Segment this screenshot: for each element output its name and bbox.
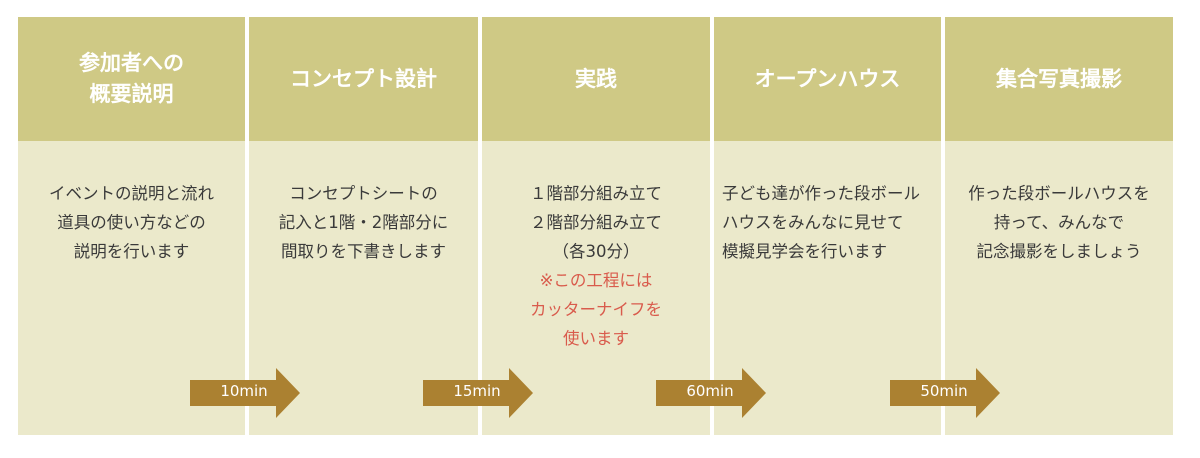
duration-arrow-4: 50min (890, 368, 1000, 418)
step-4-description: 子ども達が作った段ボール ハウスをみんなに見せて 模擬見学会を行います (722, 184, 920, 261)
step-2-title: コンセプト設計 (290, 66, 437, 91)
step-1-description: イベントの説明と流れ 道具の使い方などの 説明を行います (49, 184, 214, 261)
duration-arrow-2: 15min (423, 368, 533, 418)
arrow-right-icon (656, 368, 766, 418)
step-1-header: 参加者への 概要説明 (18, 17, 245, 141)
step-2-header: コンセプト設計 (249, 17, 478, 141)
duration-label-1: 10min (220, 382, 268, 400)
duration-label-4: 50min (920, 382, 968, 400)
arrow-right-icon (190, 368, 300, 418)
arrow-right-icon (890, 368, 1000, 418)
step-2: コンセプト設計 コンセプトシートの 記入と1階・2階部分に 間取りを下書きします (249, 17, 478, 435)
duration-arrow-1: 10min (190, 368, 300, 418)
duration-arrow-3: 60min (656, 368, 766, 418)
duration-label-2: 15min (453, 382, 501, 400)
step-3-title: 実践 (575, 66, 617, 91)
flow-diagram: 参加者への 概要説明 イベントの説明と流れ 道具の使い方などの 説明を行います … (18, 17, 1173, 435)
step-5-title: 集合写真撮影 (996, 66, 1122, 91)
step-4-title: オープンハウス (754, 66, 901, 91)
step-5-description: 作った段ボールハウスを 持って、みんなで 記念撮影をしましょう (968, 184, 1150, 261)
step-3-header: 実践 (482, 17, 710, 141)
step-1-title: 参加者への 概要説明 (79, 51, 184, 106)
step-4-header: オープンハウス (714, 17, 941, 141)
step-5-body: 作った段ボールハウスを 持って、みんなで 記念撮影をしましょう (945, 141, 1173, 435)
step-5: 集合写真撮影 作った段ボールハウスを 持って、みんなで 記念撮影をしましょう (945, 17, 1173, 435)
step-2-body: コンセプトシートの 記入と1階・2階部分に 間取りを下書きします (249, 141, 478, 435)
arrow-right-icon (423, 368, 533, 418)
step-3-description: １階部分組み立て ２階部分組み立て （各30分） (530, 184, 662, 261)
duration-label-3: 60min (686, 382, 734, 400)
step-3-caution-note: ※この工程には カッターナイフを 使います (530, 271, 662, 348)
step-5-header: 集合写真撮影 (945, 17, 1173, 141)
step-2-description: コンセプトシートの 記入と1階・2階部分に 間取りを下書きします (278, 184, 449, 261)
